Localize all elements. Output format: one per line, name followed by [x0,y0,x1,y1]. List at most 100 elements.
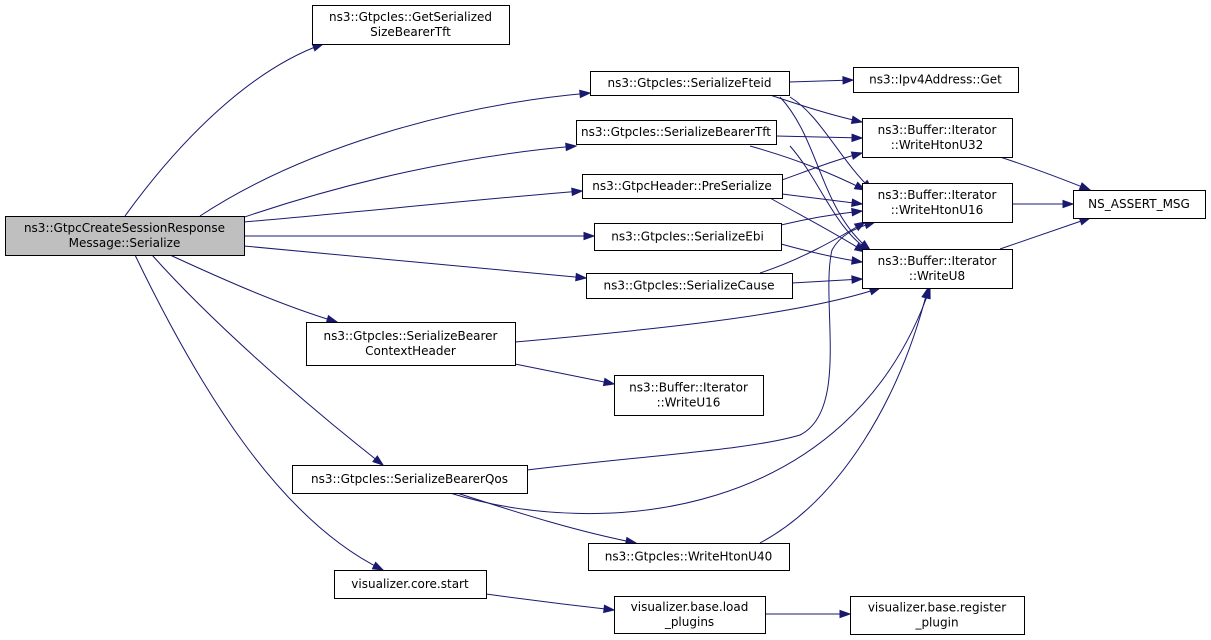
node-serializeFteid[interactable]: ns3::GtpcIes::SerializeFteid [590,71,790,96]
arrowhead-icon [850,151,864,160]
node-writeU16[interactable]: ns3::Buffer::Iterator::WriteU16 [614,375,764,416]
edge-root-to-serializeFteid [199,89,592,217]
node-label-line: ns3::GtpcIes::SerializeBearerQos [311,472,508,486]
node-label-line: ns3::Buffer::Iterator [878,123,997,137]
node-writeU8[interactable]: ns3::Buffer::Iterator::WriteU8 [862,249,1013,289]
edge-line [229,145,577,223]
node-registerPlugin[interactable]: visualizer.base.register_plugin [850,596,1025,635]
edge-line [243,190,583,223]
node-root[interactable]: ns3::GtpcCreateSessionResponseMessage::S… [5,216,245,256]
arrowhead-icon [851,198,864,207]
arrowhead-icon [921,286,930,300]
edge-line [788,79,854,83]
edge-root-to-serializeCause [243,245,588,282]
edge-line [769,94,863,123]
node-box[interactable] [853,67,1019,93]
edge-root-to-getSerializedSizeBearerTft [124,43,325,217]
arrowhead-icon [851,275,864,284]
node-box[interactable] [576,120,777,145]
arrowhead-icon [565,142,578,152]
node-serializeBearerQos[interactable]: ns3::GtpcIes::SerializeBearerQos [292,465,528,494]
node-box[interactable] [292,465,528,494]
node-label-line: ns3::GtpcIes::WriteHtonU40 [605,550,772,564]
node-visualizerCoreStart[interactable]: visualizer.core.start [334,570,487,599]
edge-line [169,254,338,323]
edge-line [514,363,615,385]
node-box[interactable] [334,570,487,599]
node-box[interactable] [588,543,790,571]
edge-line [789,145,871,252]
node-box[interactable] [312,5,510,45]
edge-preSerialize-to-writeU8 [769,197,867,253]
edge-line [199,92,591,217]
arrowhead-icon [603,604,616,614]
node-label-line: ns3::Buffer::Iterator [878,188,997,202]
node-writeHtonU40[interactable]: ns3::GtpcIes::WriteHtonU40 [588,543,790,571]
node-serializeCause[interactable]: ns3::GtpcIes::SerializeCause [586,273,793,299]
arrowhead-icon [851,207,864,217]
node-serializeBearerTft[interactable]: ns3::GtpcIes::SerializeBearerTft [576,120,777,145]
arrowhead-icon [571,187,584,197]
node-box[interactable] [586,273,793,299]
node-box[interactable] [1073,190,1206,219]
edge-visualizerCoreStart-to-loadPlugins [485,593,616,614]
edge-preSerialize-to-writeHtonU32 [781,151,864,181]
node-serializeBearerContextHeader[interactable]: ns3::GtpcIes::SerializeBearerContextHead… [306,322,516,366]
node-ipv4Get[interactable]: ns3::Ipv4Address::Get [853,67,1019,93]
edge-line [791,278,863,284]
node-label-line: visualizer.base.load [631,600,749,614]
node-label-line: ns3::GtpcIes::SerializeFteid [608,76,772,90]
edge-line [526,221,876,471]
node-box[interactable] [594,223,782,251]
node-label-line: ::WriteHtonU32 [891,138,984,152]
node-label-line: ::WriteU16 [657,396,721,410]
edge-line [789,96,873,191]
node-label-line: ::WriteU8 [909,269,965,283]
arrowhead-icon [850,115,864,124]
node-label-line: Message::Serialize [69,236,181,250]
edge-line [780,210,863,226]
edge-serializeFteid-to-writeHtonU16 [789,96,874,192]
arrowhead-icon [602,377,616,387]
edge-line [775,135,863,139]
node-writeHtonU16[interactable]: ns3::Buffer::Iterator::WriteHtonU16 [862,183,1013,223]
node-writeHtonU32[interactable]: ns3::Buffer::Iterator::WriteHtonU32 [862,118,1013,158]
node-box[interactable] [614,596,766,634]
node-box[interactable] [862,183,1013,223]
arrowhead-icon [579,89,592,99]
edge-line [151,254,384,466]
edge-loadPlugins-to-registerPlugin [765,609,852,619]
edge-serializeBearerContextHeader-to-writeU16 [514,363,616,387]
arrowhead-icon [311,43,325,52]
edge-serializeEbi-to-writeU8 [780,243,864,265]
node-serializeEbi[interactable]: ns3::GtpcIes::SerializeEbi [594,223,782,251]
node-label-line: ns3::Ipv4Address::Get [869,73,1002,87]
node-box[interactable] [5,216,245,256]
node-box[interactable] [850,596,1025,635]
edge-serializeEbi-to-writeHtonU16 [780,207,864,226]
arrowhead-icon [325,314,339,324]
edge-line [449,287,931,515]
node-loadPlugins[interactable]: visualizer.base.load_plugins [614,596,766,634]
node-box[interactable] [582,174,783,199]
node-label-line: ::WriteHtonU16 [891,203,984,217]
node-box[interactable] [862,249,1013,289]
edge-writeHtonU16-to-nsAssertMsg [1012,199,1075,209]
node-nsAssertMsg[interactable]: NS_ASSERT_MSG [1073,190,1206,219]
node-preSerialize[interactable]: ns3::GtpcHeader::PreSerialize [582,174,783,199]
node-label-line: ns3::GtpcIes::SerializeEbi [611,230,764,244]
edges-layer [124,43,1092,619]
edge-serializeBearerQos-to-writeHtonU16 [526,220,877,471]
edge-line [999,217,1091,250]
edge-writeHtonU32-to-nsAssertMsg [999,156,1092,191]
arrowhead-icon [1062,199,1075,209]
node-box[interactable] [862,118,1013,158]
edge-root-to-preSerialize [243,187,584,223]
node-label-line: visualizer.base.register [868,601,1006,615]
node-box[interactable] [590,71,790,96]
node-box[interactable] [306,322,516,366]
edge-line [243,245,587,279]
node-box[interactable] [614,375,764,416]
arrowhead-icon [851,133,864,143]
